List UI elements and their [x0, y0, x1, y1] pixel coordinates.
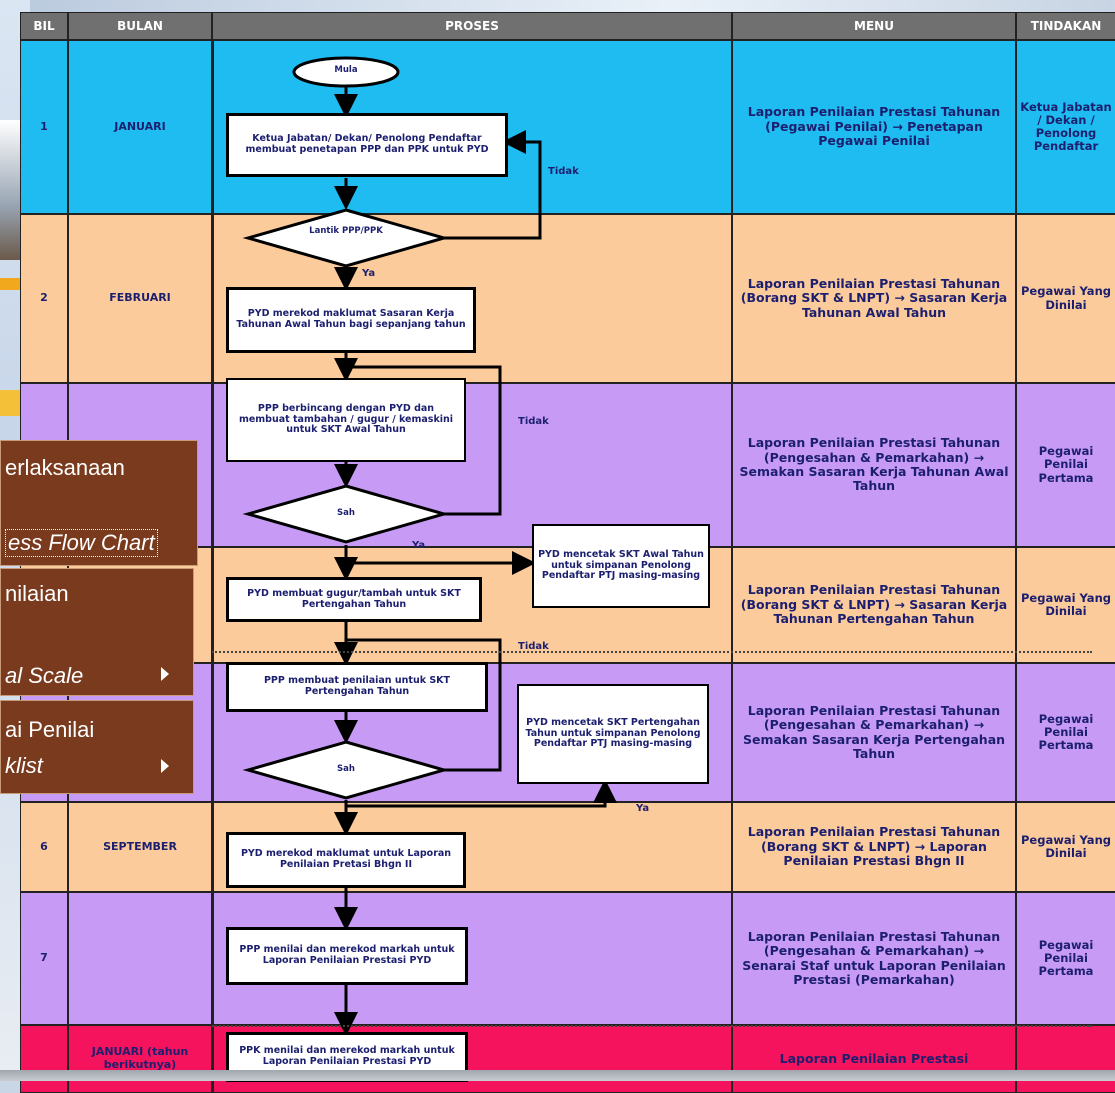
step-penilaian-skt: PPP membuat penilaian untuk SKT Pertenga… — [226, 662, 488, 712]
row-menu: Laporan Penilaian Prestasi Tahunan (Peng… — [742, 702, 1006, 761]
table-cell — [732, 214, 1016, 383]
menu-item-penilaian-line2: al Scale — [5, 663, 84, 688]
step-rekod-bhgn-ii: PYD merekod maklumat untuk Laporan Penil… — [226, 832, 466, 888]
menu-item-pegawai-penilai-line2: klist — [5, 753, 43, 778]
background-top — [0, 0, 1115, 14]
table-cell — [732, 547, 1016, 663]
row-menu: Laporan Penilaian Prestasi Tahunan (Bora… — [740, 582, 1008, 627]
label-tidak-3: Tidak — [518, 641, 549, 652]
row-tindakan: Pegawai Penilai Pertama — [1038, 711, 1094, 753]
row-menu: Laporan Penilaian Prestasi Tahunan (Pega… — [747, 104, 1001, 149]
step-berbincang: PPP berbincang dengan PYD dan membuat ta… — [226, 378, 466, 462]
menu-item-pelaksanaan-line2: ess Flow Chart — [5, 529, 158, 557]
label-ya-2: Ya — [412, 540, 426, 551]
table-cell — [732, 383, 1016, 547]
decision-lantik: Lantik PPP/PPK — [309, 226, 383, 236]
table-cell — [20, 802, 68, 892]
submenu-arrow-icon — [161, 667, 169, 681]
header-bulan: BULAN — [68, 12, 212, 40]
bottom-bar — [0, 1070, 1115, 1081]
start-node: Mula — [334, 65, 358, 75]
table-cell — [68, 40, 212, 214]
row-tindakan: Ketua Jabatan / Dekan / Penolong Pendaft… — [1020, 99, 1112, 154]
table-cell — [1016, 663, 1115, 802]
table-cell — [68, 892, 212, 1025]
row-bulan: JANUARI (tahun berikutnya) — [91, 1045, 189, 1071]
label-ya-1: Ya — [362, 268, 376, 279]
step-ppp-menilai: PPP menilai dan merekod markah untuk Lap… — [226, 927, 468, 985]
table-cell — [20, 892, 68, 1025]
table-cell — [1016, 802, 1115, 892]
table-cell — [732, 892, 1016, 1025]
row-tindakan: Pegawai Yang Dinilai — [1020, 284, 1111, 312]
row-menu: Laporan Penilaian Prestasi Tahunan (Peng… — [742, 928, 1006, 987]
table-cell — [1016, 892, 1115, 1025]
row-menu: Laporan Penilaian Prestasi Tahunan (Peng… — [739, 435, 1009, 494]
row-menu: Laporan Penilaian Prestasi — [779, 1050, 969, 1066]
menu-item-penilaian[interactable]: nilaian al Scale — [0, 568, 194, 696]
label-tidak-2: Tidak — [518, 416, 549, 427]
row-bulan: FEBRUARI — [109, 291, 171, 305]
header-bil: BIL — [20, 12, 68, 40]
table-cell — [20, 40, 68, 214]
row-bil: 1 — [40, 119, 48, 133]
table-cell — [732, 40, 1016, 214]
menu-item-pelaksanaan-line1: erlaksanaan — [5, 455, 125, 480]
row-bulan: SEPTEMBER — [103, 839, 177, 853]
background-accent — [0, 278, 24, 290]
header-tindakan: TINDAKAN — [1016, 12, 1115, 40]
row-tindakan: Pegawai Penilai Pertama — [1038, 937, 1094, 979]
label-ya-3: Ya — [636, 803, 650, 814]
row-bil: 2 — [40, 291, 48, 305]
row-bil: 7 — [40, 951, 48, 965]
print-skt-pertengahan: PYD mencetak SKT Pertengahan Tahun untuk… — [517, 684, 709, 784]
row-menu: Laporan Penilaian Prestasi Tahunan (Bora… — [747, 824, 1001, 869]
menu-item-pegawai-penilai-line1: ai Penilai — [5, 717, 95, 742]
label-tidak-1: Tidak — [548, 166, 579, 177]
menu-item-pelaksanaan[interactable]: erlaksanaan ess Flow Chart — [0, 440, 198, 566]
print-skt-awal: PYD mencetak SKT Awal Tahun untuk simpan… — [532, 524, 710, 608]
table-cell — [1016, 547, 1115, 663]
header-proses: PROSES — [212, 12, 732, 40]
step-rekod-skt: PYD merekod maklumat Sasaran Kerja Tahun… — [226, 287, 476, 353]
row-menu: Laporan Penilaian Prestasi Tahunan (Bora… — [740, 275, 1008, 320]
table-cell — [1016, 40, 1115, 214]
table-cell — [20, 214, 68, 383]
row-divider-dotted-2 — [212, 1025, 1092, 1027]
table-cell — [732, 663, 1016, 802]
row-tindakan: Pegawai Penilai Pertama — [1038, 444, 1094, 485]
menu-item-penilaian-line1: nilaian — [5, 581, 69, 606]
submenu-arrow-icon — [161, 759, 169, 773]
step-gugur-tambah: PYD membuat gugur/tambah untuk SKT Perte… — [226, 577, 482, 622]
row-bil: 6 — [40, 839, 48, 853]
decision-sah-1: Sah — [337, 508, 355, 518]
table-cell — [732, 802, 1016, 892]
row-bulan: JANUARI — [114, 119, 166, 133]
table-cell — [68, 214, 212, 383]
table-cell — [1016, 383, 1115, 547]
row-tindakan: Pegawai Yang Dinilai — [1020, 590, 1111, 618]
row-tindakan: Pegawai Yang Dinilai — [1020, 832, 1111, 860]
step-penetapan: Ketua Jabatan/ Dekan/ Penolong Pendaftar… — [226, 113, 508, 177]
table-cell — [1016, 214, 1115, 383]
header-menu: MENU — [732, 12, 1016, 40]
decision-sah-2: Sah — [337, 764, 355, 774]
table-cell — [68, 802, 212, 892]
row-divider-dotted-1 — [212, 651, 1092, 653]
menu-item-pegawai-penilai[interactable]: ai Penilai klist — [0, 700, 194, 794]
